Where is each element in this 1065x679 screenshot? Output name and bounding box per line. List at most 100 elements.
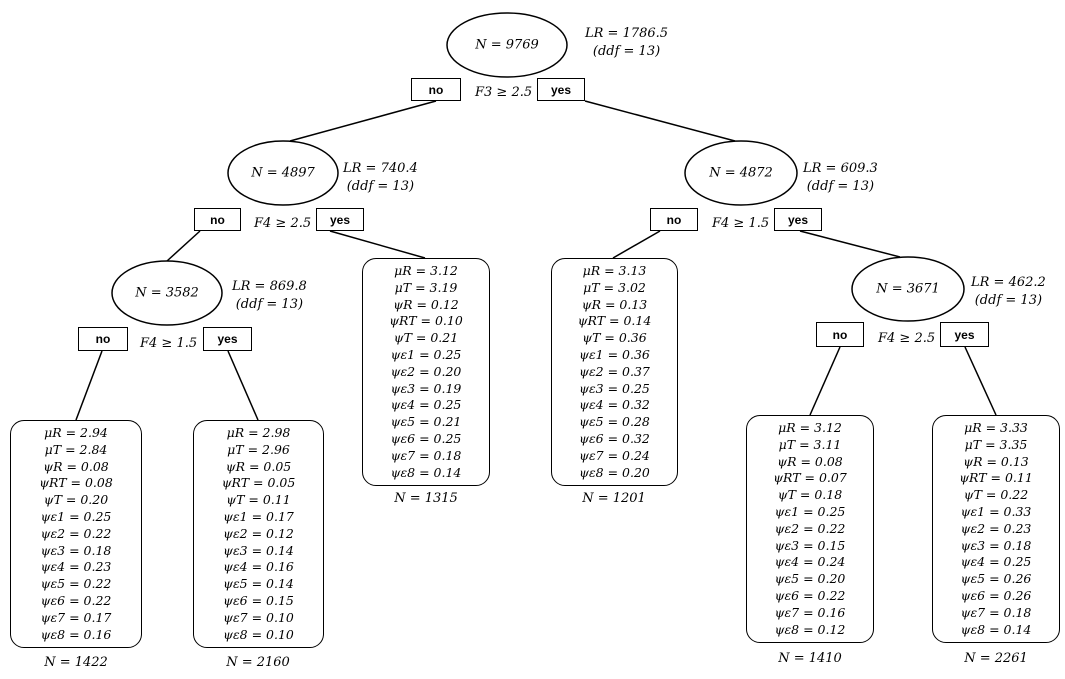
leaf-param-line: ψε5 = 0.26 [960,571,1032,587]
edge-leftleft-leaf1 [75,350,103,421]
leftleft-yes-box: yes [203,327,252,351]
leaf-2-n: N = 2160 [226,655,290,670]
right-ddf-value: (ddf = 13) [806,179,875,194]
left-node-ellipse [227,140,339,206]
root-node-n: N = 9769 [475,37,539,53]
leaf-3-n: N = 1315 [394,491,458,506]
leaf-param-line: ψε7 = 0.24 [579,447,650,463]
leaf-param-line: μR = 2.94 [44,425,108,440]
right-node-lr: LR = 609.3 (ddf = 13) [803,160,878,196]
leaf-param-line: ψε2 = 0.23 [960,520,1032,536]
leaf-param-line: μT = 2.96 [227,441,290,457]
leaf-param-line: ψε1 = 0.25 [40,508,112,524]
leaf-param-line: ψR = 0.13 [581,296,648,312]
rightright-no-box: no [816,322,864,347]
right-node-n: N = 4872 [709,165,773,181]
left-lr-value: LR = 740.4 [343,161,418,176]
leaf-param-line: ψR = 0.08 [777,453,843,469]
leaf-param-line: ψRT = 0.14 [577,313,652,329]
leaf-param-line: μT = 3.35 [964,436,1028,452]
leaf-param-line: ψε7 = 0.18 [390,447,462,463]
left-yes-box: yes [316,208,364,231]
rightright-node-n: N = 3671 [876,281,940,297]
leaf-param-line: μR = 3.12 [394,263,458,278]
leaf-param-line: ψε3 = 0.18 [40,542,112,558]
edge-left-leaf3 [329,230,426,259]
edge-root-left [289,100,437,142]
leaf-param-line: μR = 2.98 [226,425,291,440]
leaf-param-line: ψR = 0.08 [43,458,109,474]
leaf-param-line: ψR = 0.13 [963,453,1029,469]
leaf-param-line: ψT = 0.36 [582,330,647,346]
leaf-param-line: ψε6 = 0.22 [40,592,112,608]
edge-left-leftleft [166,230,201,262]
leaf-param-line: μR = 3.12 [778,420,842,435]
left-node-lr: LR = 740.4 (ddf = 13) [343,160,418,196]
leaf-param-line: ψRT = 0.10 [389,313,463,329]
leaf-param-line: μT = 2.84 [44,441,108,457]
leaf-param-line: ψε3 = 0.15 [774,537,846,553]
leaf-param-line: ψε8 = 0.10 [223,626,294,642]
edge-right-leaf4 [612,230,661,259]
root-no-box: no [411,78,461,101]
edge-right-rightright [799,230,901,258]
leaf-param-line: ψε1 = 0.25 [774,503,846,519]
leftleft-node-lr: LR = 869.8 (ddf = 13) [232,278,307,314]
leaf-param-line: ψε6 = 0.32 [579,430,650,446]
leaf-param-line: ψRT = 0.08 [39,475,113,491]
leaf-param-line: ψε4 = 0.23 [40,559,112,575]
left-node-n: N = 4897 [251,165,315,181]
root-node-ellipse [446,12,568,78]
leftleft-node-n: N = 3582 [135,285,199,301]
left-no-box: no [194,208,241,231]
edge-root-right [584,100,736,142]
leaf-param-line: ψε4 = 0.25 [960,554,1032,570]
leaf-param-line: ψR = 0.12 [393,296,459,312]
rightright-lr-value: LR = 462.2 [971,275,1046,290]
rightright-yes-box: yes [940,322,989,347]
leaf-param-line: ψε1 = 0.25 [390,346,462,362]
leaf-param-line: ψε3 = 0.25 [579,380,650,396]
leaf-param-line: ψε8 = 0.20 [579,464,650,480]
leftleft-lr-value: LR = 869.8 [232,279,307,294]
leftleft-condition: F4 ≥ 1.5 [140,336,198,351]
leaf-param-line: ψε4 = 0.24 [774,554,846,570]
leaf-param-line: ψε7 = 0.18 [960,604,1032,620]
leaf-param-line: ψε8 = 0.14 [960,621,1032,637]
leaf-param-line: ψε5 = 0.14 [223,576,294,592]
left-ddf-value: (ddf = 13) [346,179,415,194]
leaf-param-line: ψε2 = 0.12 [223,525,294,541]
leaf-param-line: μT = 3.02 [583,279,646,295]
leaf-param-line: ψε5 = 0.28 [579,414,650,430]
leaf-param-line: ψε2 = 0.22 [774,520,846,536]
root-lr-value: LR = 1786.5 [585,26,669,41]
leaf-param-line: ψT = 0.11 [226,492,291,508]
leaf-param-line: ψε4 = 0.32 [579,397,650,413]
leaf-param-line: ψε7 = 0.16 [774,604,846,620]
leaf-6-n: N = 2261 [964,651,1028,666]
leaf-param-line: ψT = 0.20 [43,492,109,508]
leaf-param-line: ψε8 = 0.16 [40,626,112,642]
leaf-param-line: ψε6 = 0.15 [223,592,294,608]
rightright-ddf-value: (ddf = 13) [974,293,1043,308]
right-condition: F4 ≥ 1.5 [712,216,770,231]
leaf-param-line: ψε3 = 0.14 [223,542,294,558]
leaf-param-line: ψε8 = 0.14 [390,464,462,480]
leaf-param-line: ψε7 = 0.17 [40,609,112,625]
leaf-param-line: ψT = 0.22 [963,487,1029,503]
root-condition: F3 ≥ 2.5 [475,85,533,100]
right-lr-value: LR = 609.3 [803,161,878,176]
rightright-condition: F4 ≥ 2.5 [878,331,936,346]
leaf-param-line: ψε7 = 0.10 [223,609,294,625]
leaf-param-line: ψε6 = 0.22 [774,587,846,603]
leaf-param-line: ψε1 = 0.36 [579,346,650,362]
leaf-param-line: ψε4 = 0.16 [223,559,294,575]
right-node-ellipse [684,140,798,206]
